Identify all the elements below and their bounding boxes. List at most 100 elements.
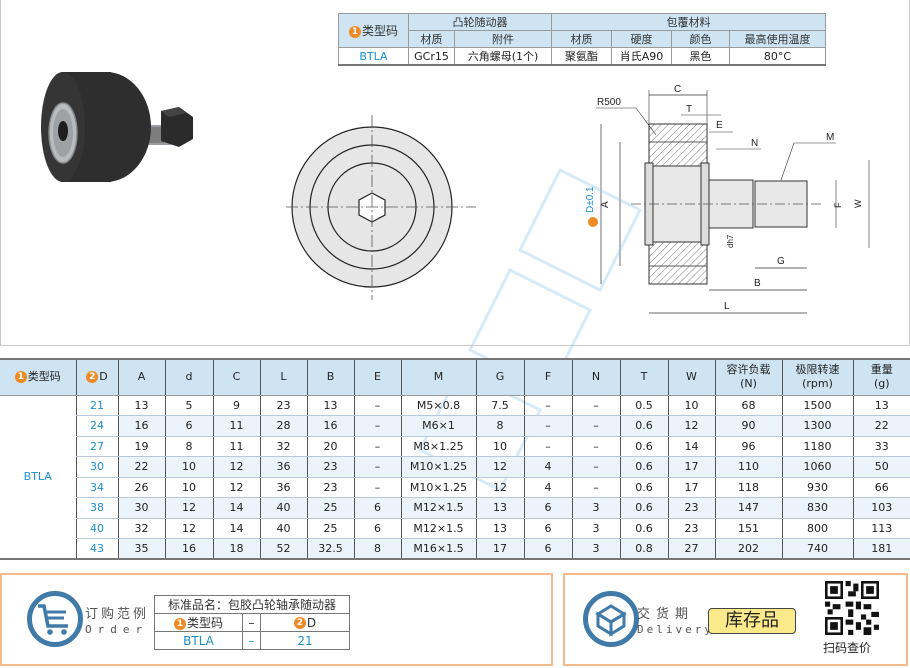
table-cell: 0.6 — [619, 518, 668, 539]
dim-A: A — [600, 201, 611, 208]
header-F: F — [523, 359, 572, 396]
table-cell: 12 — [164, 518, 213, 539]
table-cell: 6 — [523, 538, 572, 560]
table-cell: 28 — [259, 415, 307, 437]
table-cell: 12 — [212, 477, 260, 498]
table-cell: 118 — [714, 477, 782, 498]
dim-G: G — [777, 256, 785, 267]
spec-subheader: 材质 — [551, 30, 612, 48]
qr-label: 扫码查价 — [823, 641, 872, 655]
spec-subheader: 硬度 — [611, 30, 672, 48]
table-cell: M8×1.25 — [400, 436, 476, 457]
standard-name: 标准品名：包胶凸轮轴承随动器 — [154, 595, 350, 614]
spec-cell: 聚氨酯 — [551, 47, 612, 66]
table-cell: – — [571, 415, 620, 437]
table-cell: 110 — [714, 456, 782, 478]
order-example-type: BTLA — [154, 631, 243, 650]
order-dash: – — [242, 631, 261, 650]
delivery-subtitle: Delivery — [637, 623, 714, 636]
table-cell: 11 — [212, 415, 260, 437]
header-load: 容许负载(N) — [714, 359, 782, 396]
table-cell: 16 — [164, 538, 213, 560]
header-B: B — [306, 359, 354, 396]
type-code-cell: BTLA — [23, 470, 52, 484]
d-value-cell: 21 — [75, 395, 118, 416]
table-cell: – — [571, 456, 620, 478]
spec-group-cam-follower: 凸轮随动器 — [408, 13, 552, 31]
spec-cell: GCr15 — [408, 47, 455, 66]
table-cell: 90 — [714, 415, 782, 437]
box-icon — [583, 591, 639, 647]
table-cell: 32.5 — [306, 538, 354, 560]
front-view-drawing — [286, 115, 476, 300]
qr-code[interactable] — [825, 581, 879, 635]
d-value-cell: 38 — [75, 497, 118, 519]
table-cell: 50 — [852, 456, 910, 478]
table-cell: 40 — [259, 497, 307, 519]
table-cell: 13 — [117, 395, 165, 416]
header-W: W — [667, 359, 715, 396]
table-cell: 36 — [259, 456, 307, 478]
table-cell: 16 — [117, 415, 165, 437]
table-cell: 740 — [781, 538, 853, 560]
table-cell: 17 — [667, 477, 715, 498]
table-cell: 26 — [117, 477, 165, 498]
table-cell: – — [571, 436, 620, 457]
spec-cell: 肖氏A90 — [611, 47, 672, 66]
table-cell: 6 — [353, 497, 401, 519]
dim-W: W — [853, 199, 863, 208]
table-cell: 10 — [164, 456, 213, 478]
table-cell: 33 — [852, 436, 910, 457]
table-cell: 181 — [852, 538, 910, 560]
table-cell: – — [353, 456, 401, 478]
table-cell: 113 — [852, 518, 910, 539]
table-cell: 14 — [212, 497, 260, 519]
header-E: E — [353, 359, 401, 396]
table-cell: 13 — [475, 497, 524, 519]
section-view-drawing: C T E N M R500 A D±0.1 F W dh7 G B L — [585, 84, 870, 314]
table-cell: – — [571, 477, 620, 498]
table-cell: 6 — [523, 497, 572, 519]
spec-type-value: BTLA — [338, 47, 409, 66]
table-cell: 0.6 — [619, 436, 668, 457]
header-N: N — [571, 359, 620, 396]
dim-dh7: dh7 — [726, 234, 735, 248]
header-G: G — [475, 359, 524, 396]
table-cell: 0.6 — [619, 415, 668, 437]
table-cell: 151 — [714, 518, 782, 539]
table-cell: – — [353, 477, 401, 498]
table-cell: 17 — [667, 456, 715, 478]
spec-cell: 黑色 — [671, 47, 730, 66]
table-cell: 30 — [117, 497, 165, 519]
header-T: T — [619, 359, 668, 396]
table-cell: 930 — [781, 477, 853, 498]
header-weight: 重量(g) — [852, 359, 910, 396]
table-cell: – — [523, 395, 572, 416]
table-cell: 6 — [353, 518, 401, 539]
d-value-cell: 40 — [75, 518, 118, 539]
dim-F: F — [833, 202, 843, 208]
table-cell: 19 — [117, 436, 165, 457]
dim-C: C — [674, 84, 681, 95]
dim-L: L — [724, 301, 730, 312]
table-cell: 8 — [475, 415, 524, 437]
header-d: d — [164, 359, 213, 396]
table-cell: 35 — [117, 538, 165, 560]
dim-R500: R500 — [597, 97, 621, 108]
table-cell: 3 — [571, 497, 620, 519]
table-cell: 22 — [852, 415, 910, 437]
table-cell: 7.5 — [475, 395, 524, 416]
table-cell: 3 — [571, 538, 620, 560]
table-cell: – — [523, 415, 572, 437]
table-cell: 0.8 — [619, 538, 668, 560]
table-cell: 1180 — [781, 436, 853, 457]
